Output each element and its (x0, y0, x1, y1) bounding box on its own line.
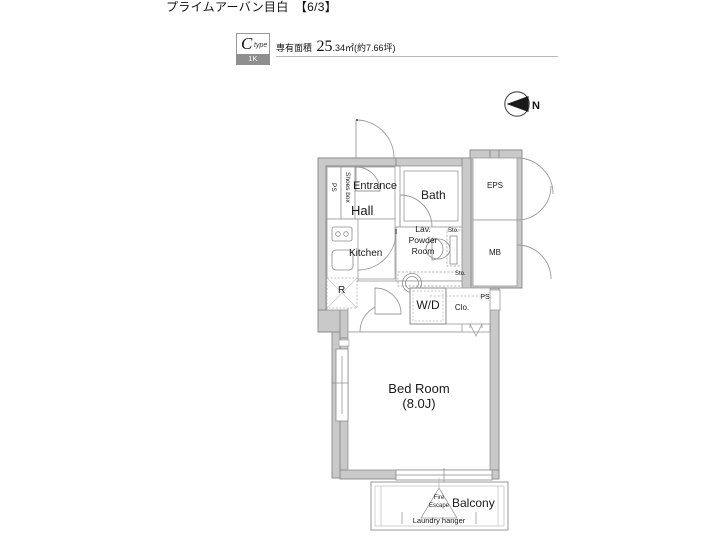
label-closet: Clo. (454, 303, 470, 312)
page-title: プライムアーバン目白 【6/3】 (166, 0, 338, 14)
unit-plan-type: 1K (236, 54, 270, 65)
closet-door-jambs (469, 324, 483, 328)
windows (332, 339, 493, 482)
label-laundry-hanger: Laundry hanger (412, 516, 466, 525)
wall-spine (339, 309, 349, 339)
stove-icon (331, 226, 353, 242)
door-eps (516, 157, 554, 195)
unit-type-suffix: type (254, 42, 268, 49)
closet-folding-door-icon (469, 323, 483, 337)
door-bath (399, 194, 433, 228)
door-swings (355, 119, 554, 333)
label-sto-upper: Sto. (448, 228, 459, 234)
fire-escape-icon (420, 487, 458, 519)
compass: N (503, 91, 547, 117)
wall-right-exterior (489, 287, 500, 479)
toilet-tank (449, 235, 458, 265)
label-mb: MB (489, 248, 501, 257)
label-kitchen: Kitchen (349, 248, 383, 259)
storage-upper-box (446, 229, 463, 267)
label-lav-line3: Room (411, 246, 435, 256)
balcony-rail-inner (374, 485, 505, 527)
storage-lower-box (397, 271, 463, 287)
door-lav (357, 231, 397, 271)
area-decimal: .34 (332, 43, 345, 53)
north-arrow-icon (506, 96, 529, 112)
bathtub-outline (403, 170, 459, 222)
label-ps-right: PS (480, 294, 490, 301)
area-value: 25 (316, 38, 333, 55)
balcony-structure (370, 478, 509, 531)
stove-burner-left (335, 231, 341, 237)
label-fire-escape-line2: Escape (428, 503, 450, 509)
label-hall: Hall (351, 203, 374, 218)
unit-type-letter-box: C type (236, 33, 270, 54)
plan-geometry (317, 119, 554, 531)
label-lav-line1: Lav. (415, 224, 431, 234)
room-ps-left (326, 166, 342, 220)
label-bedroom-size: (8.0J) (402, 396, 436, 411)
label-balcony: Balcony (452, 496, 495, 510)
window-corridor (338, 339, 350, 347)
door-hall-inner (355, 166, 381, 192)
sink-icon (331, 249, 354, 271)
door-wd-area (374, 287, 402, 315)
label-sto-lower: Sto. (455, 271, 466, 277)
label-washer-dryer: W/D (416, 298, 440, 312)
label-bath: Bath (421, 188, 446, 202)
header-divider (276, 56, 558, 57)
washer-dryer-icon (409, 287, 447, 325)
room-mb (472, 219, 518, 287)
refrigerator-icon (326, 277, 358, 309)
area-label: 専有面積 (276, 43, 313, 53)
wall-top-bath (395, 157, 471, 167)
room-eps (472, 157, 518, 221)
label-bedroom: Bed Room (388, 381, 450, 396)
area-unit: ㎡(約7.66坪) (344, 43, 396, 53)
kitchen-fixtures (331, 226, 354, 271)
label-entrance: Entrance (353, 180, 398, 192)
unit-type-badge: C type 1K (236, 33, 270, 65)
unit-type-letter: C (241, 34, 253, 53)
balcony-slab (370, 481, 509, 531)
compass-north-letter: N (532, 100, 540, 112)
door-mb-upper (516, 185, 552, 221)
stove-burner-right (343, 231, 349, 237)
door-entrance (355, 119, 395, 159)
area-info: 専有面積 25.34㎡(約7.66坪) (276, 38, 396, 56)
label-refrigerator: R (338, 285, 346, 296)
label-eps: EPS (486, 181, 504, 190)
label-fire-escape-line1: Fire (433, 495, 445, 501)
label-lav-line2: Powder (408, 235, 438, 245)
label-ps-left: PS (330, 183, 337, 192)
label-shoes-box: Shoes box (344, 172, 351, 203)
door-mb-lower (516, 244, 552, 280)
